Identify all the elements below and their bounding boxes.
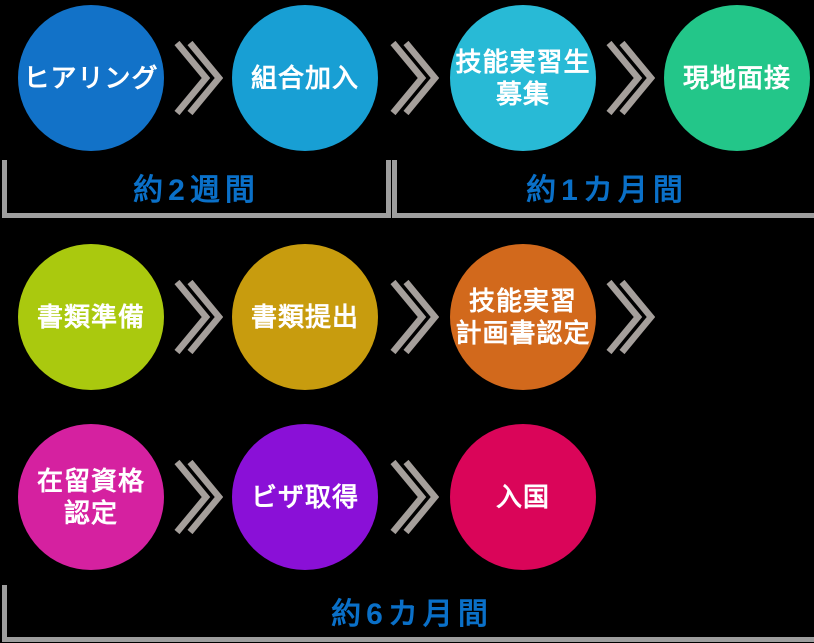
step-label: 現地面接 [683, 62, 791, 95]
step-label: 技能実習生 募集 [455, 46, 590, 111]
duration-label: 約2週間 [133, 173, 260, 207]
double-chevron-icon [174, 459, 223, 535]
step-label-line: 書類準備 [36, 301, 145, 332]
step-label: 入国 [496, 481, 550, 514]
step-label-line: 募集 [495, 79, 550, 109]
step-entry: 入国 [450, 424, 596, 570]
step-label-line: 入国 [495, 481, 550, 512]
double-chevron-icon [390, 40, 439, 116]
step-label: 書類準備 [37, 301, 145, 334]
step-label: ヒアリング [23, 62, 158, 95]
step-local-interview: 現地面接 [664, 5, 810, 151]
step-trainee-recruitment: 技能実習生 募集 [450, 5, 596, 151]
step-label: 在留資格 認定 [37, 465, 145, 530]
double-chevron-icon [606, 40, 655, 116]
step-visa-acquisition: ビザ取得 [232, 424, 378, 570]
step-label: 組合加入 [251, 62, 359, 95]
step-label-line: ヒアリング [23, 62, 159, 93]
step-label-line: ビザ取得 [250, 481, 359, 512]
double-chevron-icon [606, 279, 655, 355]
step-label-line: 現地面接 [682, 62, 791, 93]
double-chevron-icon [390, 279, 439, 355]
step-label: ビザ取得 [251, 481, 359, 514]
duration-bracket: 約2週間 [2, 160, 391, 218]
step-label-line: 技能実習 [468, 285, 577, 316]
step-label-line: 書類提出 [250, 301, 359, 332]
duration-bracket: 約6カ月間 [2, 585, 814, 642]
duration-label: 約6カ月間 [331, 598, 493, 631]
step-label-line: 技能実習生 [455, 46, 591, 77]
double-chevron-icon [174, 279, 223, 355]
double-chevron-icon [174, 40, 223, 116]
step-union-join: 組合加入 [232, 5, 378, 151]
step-label-line: 組合加入 [250, 62, 359, 93]
step-label: 書類提出 [251, 301, 359, 334]
duration-label: 約1カ月間 [526, 173, 688, 207]
duration-bracket: 約1カ月間 [392, 160, 814, 218]
step-label-line: 在留資格 [36, 465, 145, 496]
double-chevron-icon [390, 459, 439, 535]
step-hearing: ヒアリング [18, 5, 164, 151]
step-label: 技能実習 計画書認定 [455, 285, 590, 350]
step-document-submission: 書類提出 [232, 244, 378, 390]
step-document-preparation: 書類準備 [18, 244, 164, 390]
step-training-plan-certification: 技能実習 計画書認定 [450, 244, 596, 390]
step-label-line: 認定 [63, 498, 118, 528]
step-label-line: 計画書認定 [455, 318, 591, 348]
step-residence-status-certification: 在留資格 認定 [18, 424, 164, 570]
